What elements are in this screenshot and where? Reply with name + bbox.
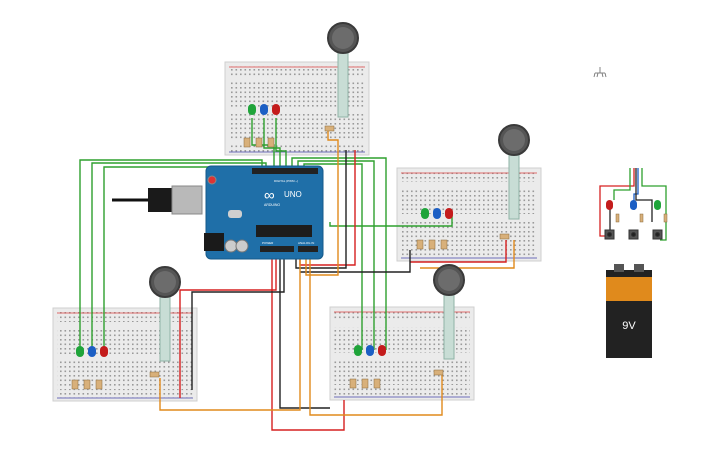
arduino-analog-label: ANALOG IN <box>298 241 314 245</box>
arduino-logo: ∞ <box>264 187 275 204</box>
wire-black <box>279 258 330 409</box>
wire-green <box>291 157 387 350</box>
force-sensor-icon[interactable] <box>327 22 359 118</box>
arduino-power-label: POWER <box>262 241 274 245</box>
wire-green <box>297 160 375 350</box>
battery-9v[interactable]: 9V <box>606 264 652 358</box>
wire-green <box>91 162 267 350</box>
wire-black <box>295 150 347 269</box>
mini-resistors <box>615 213 668 223</box>
force-sensor-icon[interactable] <box>433 264 465 360</box>
arduino-digital-label: DIGITAL (PWM ~) <box>274 179 298 183</box>
battery-label: 9V <box>622 320 636 332</box>
wire-green <box>251 118 275 166</box>
wires <box>79 118 515 431</box>
ground-symbol-icon <box>593 67 607 78</box>
wire-orange <box>309 258 443 416</box>
wire-red <box>179 258 277 398</box>
resistors[interactable] <box>71 125 510 390</box>
wire-orange <box>305 128 339 276</box>
led-group-bottom-left[interactable] <box>76 346 108 357</box>
wire-orange <box>159 258 301 411</box>
wire-black <box>191 258 285 390</box>
wire-green <box>275 118 287 166</box>
wire-black <box>300 250 411 273</box>
mini-pushbuttons[interactable] <box>604 229 663 240</box>
arduino-brand: UNO <box>284 190 302 199</box>
wire-green <box>303 163 363 350</box>
wire-red <box>410 240 507 263</box>
force-sensor-icon[interactable] <box>498 124 530 220</box>
led-group-right[interactable] <box>421 208 453 219</box>
mini-leds[interactable] <box>606 200 661 210</box>
arduino-model: ARDUINO <box>264 203 280 207</box>
wire-green <box>329 212 453 227</box>
led-group-top[interactable] <box>248 104 280 115</box>
led-group-bottom-right[interactable] <box>354 345 386 356</box>
wire-green <box>263 118 281 166</box>
arduino-board[interactable]: ∞ UNO ARDUINO DIGITAL (PWM ~) POWER ANAL… <box>148 165 324 260</box>
force-sensor-icon[interactable] <box>149 266 181 362</box>
